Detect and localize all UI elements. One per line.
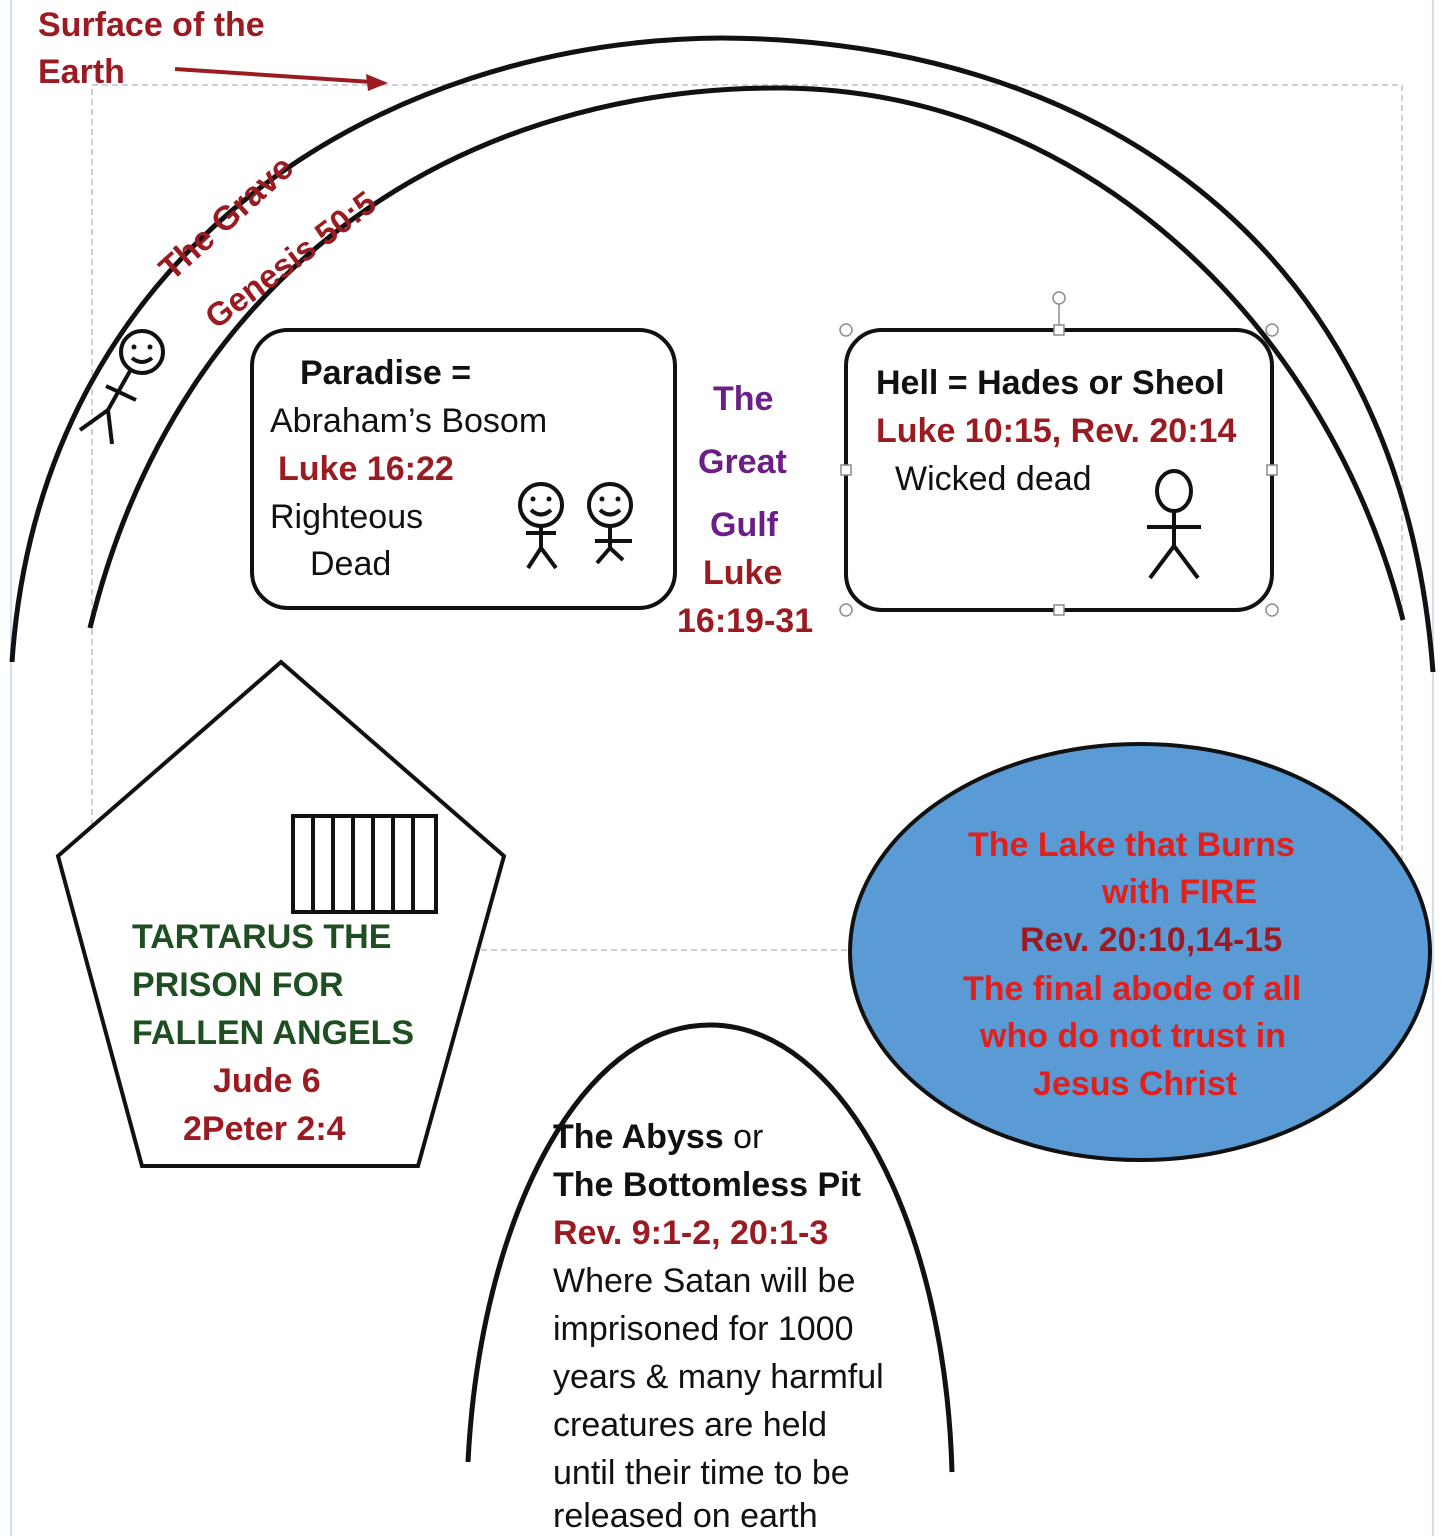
surface-arrow	[174, 67, 388, 91]
grave-inner-arc	[87, 85, 1406, 629]
abyss-title-bold: The Abyss	[553, 1118, 724, 1156]
paradise-subtitle: Abraham’s Bosom	[270, 402, 548, 440]
abyss-desc-line3: years & many harmful	[553, 1358, 884, 1396]
tartarus-reference-1: Jude 6	[213, 1062, 321, 1100]
surface-label-line2: Earth	[38, 53, 125, 91]
paradise-desc-line2: Dead	[310, 545, 392, 583]
righteous-figure-1	[518, 482, 564, 570]
lake-line4: who do not trust in	[980, 1017, 1286, 1055]
hell-title: Hell = Hades or Sheol	[876, 364, 1225, 402]
abyss-title-line2: The Bottomless Pit	[553, 1166, 861, 1204]
abyss-title-or: or	[723, 1118, 764, 1156]
gulf-reference-line2: 16:19-31	[677, 602, 814, 640]
gulf-line1: The	[713, 380, 774, 418]
earth-surface-arc	[9, 35, 1436, 673]
paradise-reference: Luke 16:22	[278, 450, 454, 488]
left-frame-edge	[10, 0, 12, 1536]
gulf-reference-line1: Luke	[703, 554, 783, 592]
surface-label-line1: Surface of the	[38, 6, 265, 44]
tartarus-line3: FALLEN ANGELS	[132, 1014, 415, 1052]
abyss-desc-line1: Where Satan will be	[553, 1262, 856, 1300]
tartarus-reference-2: 2Peter 2:4	[183, 1110, 346, 1148]
lake-reference: Rev. 20:10,14-15	[1020, 921, 1283, 959]
righteous-figure-2	[587, 482, 633, 565]
gulf-line3: Gulf	[710, 506, 778, 544]
hell-reference: Luke 10:15, Rev. 20:14	[876, 412, 1237, 450]
prison-bars	[291, 814, 438, 914]
tartarus-pentagon	[55, 659, 507, 1168]
abyss-reference: Rev. 9:1-2, 20:1-3	[553, 1214, 829, 1252]
selection-bounds	[91, 84, 1403, 951]
paradise-title: Paradise =	[300, 354, 472, 392]
lake-line3: The final abode of all	[963, 970, 1302, 1008]
gulf-line2: Great	[698, 443, 787, 481]
abyss-desc-line4: creatures are held	[553, 1406, 828, 1444]
lake-line1: The Lake that Burns	[968, 826, 1295, 864]
paradise-box	[250, 328, 677, 610]
abyss-desc-line5: until their time to be	[553, 1454, 850, 1492]
tartarus-line1: TARTARUS THE	[132, 918, 392, 956]
tartarus-line2: PRISON FOR	[132, 966, 344, 1004]
lake-line5: Jesus Christ	[1033, 1065, 1238, 1103]
abyss-desc-line6: released on earth	[553, 1497, 818, 1535]
wicked-stick-figure	[1147, 469, 1201, 580]
abyss-title-line1: The Abyss or	[553, 1114, 763, 1160]
abyss-arch	[465, 1022, 955, 1473]
right-frame-edge	[1432, 0, 1434, 1536]
lake-of-fire-ellipse	[848, 742, 1432, 1162]
lake-line2: with FIRE	[1102, 873, 1257, 911]
hell-description: Wicked dead	[895, 460, 1092, 498]
hell-box-selection-handles[interactable]	[839, 291, 1279, 617]
paradise-desc-line1: Righteous	[270, 498, 424, 536]
abyss-desc-line2: imprisoned for 1000	[553, 1310, 854, 1348]
grave-stick-figure	[78, 329, 165, 445]
